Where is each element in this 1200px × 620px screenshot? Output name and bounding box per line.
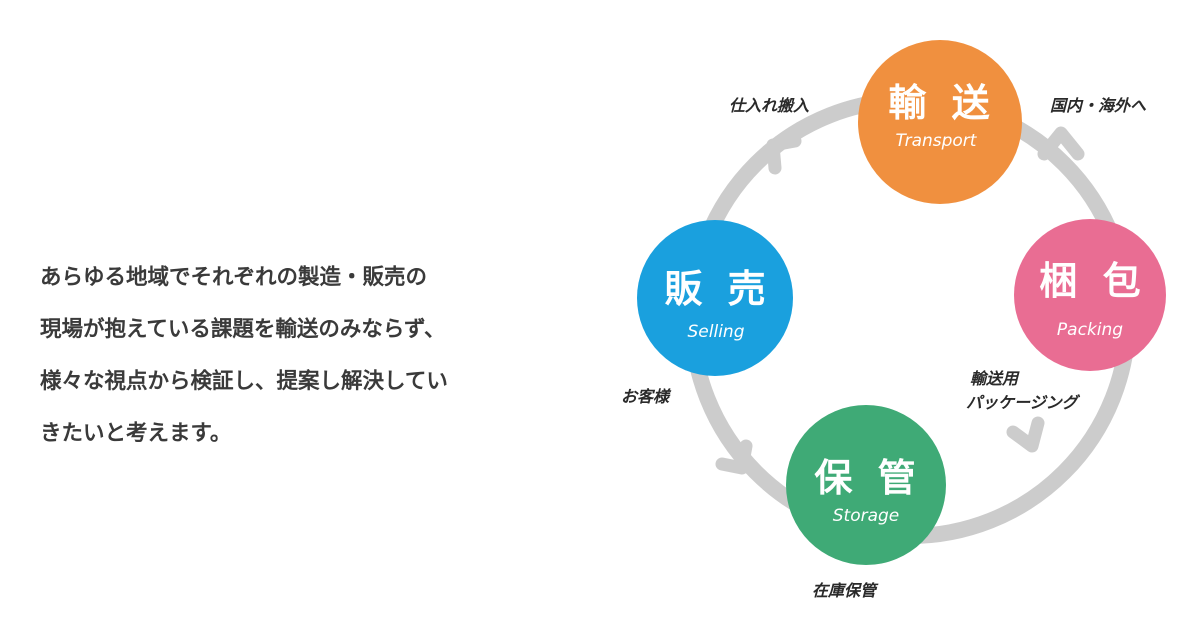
label-customer: お客様	[621, 387, 672, 406]
label-inventory-storage: 在庫保管	[812, 581, 879, 600]
intro-line-1: あらゆる地域でそれぞれの製造・販売の	[40, 265, 428, 290]
intro-line-3: 様々な視点から検証し、提案し解決してい	[40, 369, 448, 394]
transport-subtitle: Transport	[896, 131, 978, 151]
selling-node: 販 売 Selling	[637, 220, 793, 376]
storage-subtitle: Storage	[833, 506, 900, 526]
storage-title: 保 管	[814, 456, 921, 500]
transport-node: 輸 送 Transport	[858, 40, 1022, 204]
intro-paragraph: あらゆる地域でそれぞれの製造・販売の 現場が抱えている課題を輸送のみならず、 様…	[40, 252, 600, 460]
packing-title: 梱 包	[1039, 259, 1146, 303]
arrow-upper-left-icon	[766, 134, 802, 175]
label-shipping-line2: パッケージング	[966, 393, 1081, 412]
label-domestic-overseas: 国内・海外へ	[1050, 96, 1147, 115]
arrow-lower-left-icon	[715, 439, 753, 475]
packing-circle	[1014, 219, 1166, 371]
transport-circle	[858, 40, 1022, 204]
label-shipping-line1: 輸送用	[970, 369, 1020, 388]
storage-node: 保 管 Storage	[786, 405, 946, 565]
selling-subtitle: Selling	[688, 322, 745, 342]
storage-circle	[786, 405, 946, 565]
intro-line-2: 現場が抱えている課題を輸送のみならず、	[40, 317, 446, 342]
arrow-lower-right-icon	[1006, 416, 1045, 453]
transport-title: 輸 送	[888, 81, 995, 125]
arrow-up-right-icon	[1037, 126, 1085, 161]
label-purchase-delivery: 仕入れ搬入	[729, 96, 809, 115]
intro-line-4: きたいと考えます。	[40, 421, 232, 446]
selling-circle	[637, 220, 793, 376]
selling-title: 販 売	[664, 267, 771, 311]
packing-node: 梱 包 Packing	[1014, 219, 1166, 371]
packing-subtitle: Packing	[1057, 320, 1123, 340]
